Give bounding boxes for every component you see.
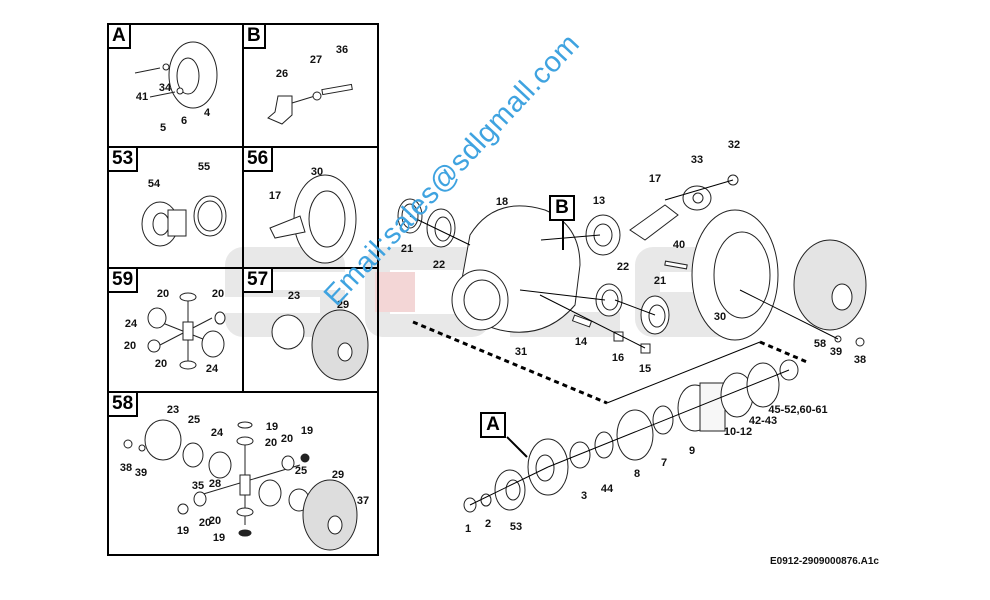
part-number-label: 34: [158, 82, 172, 94]
part-number-label: 40: [672, 239, 686, 251]
part-number-label: 13: [592, 195, 606, 207]
part-number-label: 17: [648, 173, 662, 185]
panel-header-B: B: [244, 25, 266, 49]
part-number-label: 23: [166, 404, 180, 416]
part-number-label: 26: [275, 68, 289, 80]
part-number-label: 32: [727, 139, 741, 151]
part-number-label: 3: [580, 490, 588, 502]
part-number-label: 22: [432, 259, 446, 271]
part-number-label: 25: [187, 414, 201, 426]
part-number-label: 31: [514, 346, 528, 358]
part-number-label: 10-12: [723, 426, 753, 438]
callout-b: B: [549, 195, 575, 221]
part-number-label: 8: [633, 468, 641, 480]
panel-header-57: 57: [244, 269, 274, 293]
callout-a: A: [480, 412, 506, 438]
part-number-label: 35: [191, 480, 205, 492]
part-number-label: 36: [335, 44, 349, 56]
part-number-label: 19: [176, 525, 190, 537]
part-number-label: 18: [495, 196, 509, 208]
panel-header-53: 53: [109, 148, 139, 172]
part-number-label: 42-43: [748, 415, 778, 427]
part-number-label: 53: [509, 521, 523, 533]
part-number-label: 17: [268, 190, 282, 202]
part-number-label: 24: [124, 318, 138, 330]
part-number-label: 7: [660, 457, 668, 469]
part-number-label: 38: [853, 354, 867, 366]
part-number-label: 22: [616, 261, 630, 273]
part-number-label: 14: [574, 336, 588, 348]
part-number-label: 27: [309, 54, 323, 66]
part-number-label: 25: [294, 465, 308, 477]
part-number-label: 20: [280, 433, 294, 445]
part-number-label: 21: [653, 275, 667, 287]
part-number-label: 29: [336, 299, 350, 311]
part-number-label: 41: [135, 91, 149, 103]
part-number-label: 37: [356, 495, 370, 507]
drawing-number: E0912-2909000876.A1c: [770, 556, 879, 567]
part-number-label: 20: [154, 358, 168, 370]
part-number-label: 23: [287, 290, 301, 302]
part-number-label: 54: [147, 178, 161, 190]
part-number-label: 55: [197, 161, 211, 173]
part-number-label: 4: [203, 107, 211, 119]
part-number-label: 21: [400, 243, 414, 255]
part-number-label: 38: [119, 462, 133, 474]
part-number-label: 39: [829, 346, 843, 358]
part-number-label: 20: [208, 515, 222, 527]
part-number-label: 24: [210, 427, 224, 439]
part-number-label: 20: [156, 288, 170, 300]
panel-header-58: 58: [109, 393, 139, 417]
part-number-label: 33: [690, 154, 704, 166]
part-number-label: 2: [484, 518, 492, 530]
part-number-label: 19: [212, 532, 226, 544]
part-number-label: 30: [713, 311, 727, 323]
panel-grid: [107, 23, 379, 556]
part-number-label: 20: [264, 437, 278, 449]
assembly-dashed-line: [412, 320, 808, 405]
part-number-label: 39: [134, 467, 148, 479]
part-number-label: 16: [611, 352, 625, 364]
part-number-label: 58: [813, 338, 827, 350]
part-number-label: 20: [211, 288, 225, 300]
part-number-label: 45-52,60-61: [768, 404, 828, 416]
part-number-label: 19: [300, 425, 314, 437]
part-number-label: 20: [123, 340, 137, 352]
part-number-label: 19: [265, 421, 279, 433]
panel-header-A: A: [109, 25, 131, 49]
part-number-label: 29: [331, 469, 345, 481]
panel-header-59: 59: [109, 269, 139, 293]
panel-header-56: 56: [244, 148, 274, 172]
part-number-label: 9: [688, 445, 696, 457]
part-number-label: 30: [310, 166, 324, 178]
part-number-label: 1: [464, 523, 472, 535]
part-number-label: 24: [205, 363, 219, 375]
part-number-label: 6: [180, 115, 188, 127]
part-number-label: 28: [208, 478, 222, 490]
part-number-label: 15: [638, 363, 652, 375]
part-number-label: 20: [198, 517, 212, 529]
part-number-label: 5: [159, 122, 167, 134]
part-number-label: 44: [600, 483, 614, 495]
